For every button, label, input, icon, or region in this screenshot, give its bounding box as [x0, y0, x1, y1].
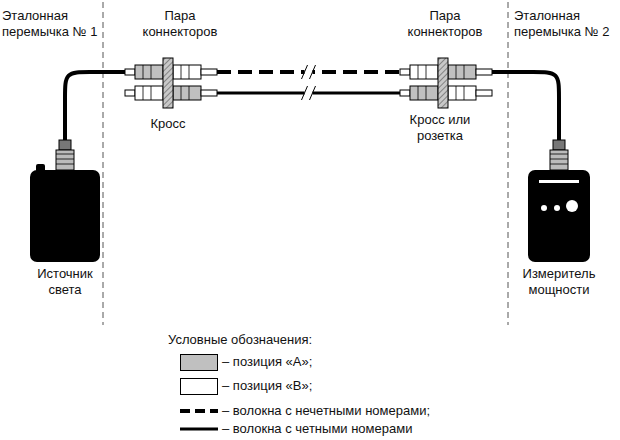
connector-ridge	[550, 159, 568, 160]
connector-ridge	[456, 65, 457, 79]
connector-ridge	[143, 65, 144, 79]
connector-body	[173, 86, 201, 100]
connector-ridge	[418, 65, 419, 79]
connector-ridge	[456, 86, 457, 100]
legend-heading: Условные обозначения:	[168, 332, 388, 348]
source-shape	[30, 140, 100, 262]
zone-separator	[508, 2, 509, 325]
connector-boot	[59, 140, 71, 150]
connector-ridge	[189, 86, 190, 100]
connector-body	[135, 86, 163, 100]
device-caption: Источник света	[25, 266, 105, 297]
label-holder: Эталонная перемычка № 1	[2, 8, 102, 39]
legend-holder: – волокна с нечетными номерами;	[222, 403, 502, 419]
connector-boot	[201, 69, 217, 75]
connector-ridge	[418, 86, 419, 100]
legend-holder: – волокна с четными номерами	[222, 421, 502, 437]
connector-boot	[201, 90, 217, 96]
node-caption-holder: Кросс или розетка	[408, 112, 472, 143]
cross-connector: Кросс или розетка	[400, 58, 492, 108]
legend-line-sample	[180, 428, 218, 431]
legend-swatch	[180, 354, 218, 371]
meter-shape	[524, 140, 594, 262]
zone-separator	[103, 2, 104, 325]
legend-text: – волокна с нечетными номерами;	[222, 403, 502, 419]
node-caption-holder: Измеритель мощности	[514, 266, 604, 297]
connector-boot	[476, 90, 492, 96]
connector-body	[550, 150, 568, 170]
device-body	[30, 170, 100, 262]
break-mark	[310, 86, 316, 100]
connector-body	[135, 65, 163, 79]
connector-body	[56, 150, 74, 170]
cross-panel	[163, 58, 173, 108]
connector-ridge	[426, 86, 427, 100]
connector-boot	[553, 140, 565, 150]
connector-body	[448, 65, 476, 79]
legend-line-sample	[180, 409, 218, 413]
connector-boot	[476, 69, 492, 75]
connector-ridge	[550, 164, 568, 165]
node-caption-holder: Источник света	[25, 266, 105, 297]
device-caption: Измеритель мощности	[514, 266, 604, 297]
cross-shape	[400, 58, 492, 108]
device-indicator	[566, 200, 578, 212]
device-display	[539, 180, 579, 183]
connector-body	[410, 86, 438, 100]
connector-boot	[400, 69, 410, 75]
connector-ridge	[56, 154, 74, 155]
label-holder: Пара коннекторов	[130, 8, 230, 39]
legend-swatch	[180, 378, 218, 395]
connector-ridge	[550, 154, 568, 155]
break-mark	[310, 65, 316, 79]
connector-ridge	[151, 86, 152, 100]
connector-ridge	[143, 86, 144, 100]
cross-shape	[125, 58, 217, 108]
legend-holder: – позиция «А»;	[222, 354, 502, 370]
jumper-label: Эталонная перемычка № 2	[514, 8, 618, 39]
connector-ridge	[464, 65, 465, 79]
connector-boot	[125, 90, 135, 96]
cross-connector: Кросс	[125, 58, 217, 108]
node-caption-holder: Кросс	[136, 116, 200, 132]
connector-ridge	[181, 86, 182, 100]
power-meter: Измеритель мощности	[524, 140, 594, 262]
device-body	[528, 170, 590, 262]
device-button	[36, 164, 45, 172]
connector-ridge	[189, 65, 190, 79]
patch-cord	[65, 72, 125, 140]
connector-ridge	[56, 164, 74, 165]
light-source: Источник света	[30, 140, 100, 262]
break-mark	[302, 86, 308, 100]
device-caption: Кросс или розетка	[408, 112, 472, 143]
connector-ridge	[151, 65, 152, 79]
patch-cord	[492, 72, 559, 140]
connector-body	[448, 86, 476, 100]
connector-body	[410, 65, 438, 79]
connector-ridge	[464, 86, 465, 100]
connector-body	[173, 65, 201, 79]
device-indicator	[554, 205, 560, 211]
connector-boot	[400, 90, 410, 96]
connector-boot	[125, 69, 135, 75]
legend-holder: – позиция «В»;	[222, 378, 502, 394]
connector-pair-label: Пара коннекторов	[395, 8, 495, 39]
connector-ridge	[56, 159, 74, 160]
device-caption: Кросс	[136, 116, 200, 132]
connector-ridge	[426, 65, 427, 79]
label-holder: Пара коннекторов	[395, 8, 495, 39]
cross-panel	[438, 58, 448, 108]
jumper-label: Эталонная перемычка № 1	[2, 8, 102, 39]
label-holder: Условные обозначения:	[168, 332, 388, 348]
legend-text: – позиция «А»;	[222, 354, 502, 370]
legend-text: – позиция «В»;	[222, 378, 502, 394]
label-holder: Эталонная перемычка № 2	[514, 8, 618, 39]
legend-text: – волокна с четными номерами	[222, 421, 502, 437]
device-indicator	[541, 205, 547, 211]
break-mark	[302, 65, 308, 79]
connector-pair-label: Пара коннекторов	[130, 8, 230, 39]
connector-ridge	[181, 65, 182, 79]
